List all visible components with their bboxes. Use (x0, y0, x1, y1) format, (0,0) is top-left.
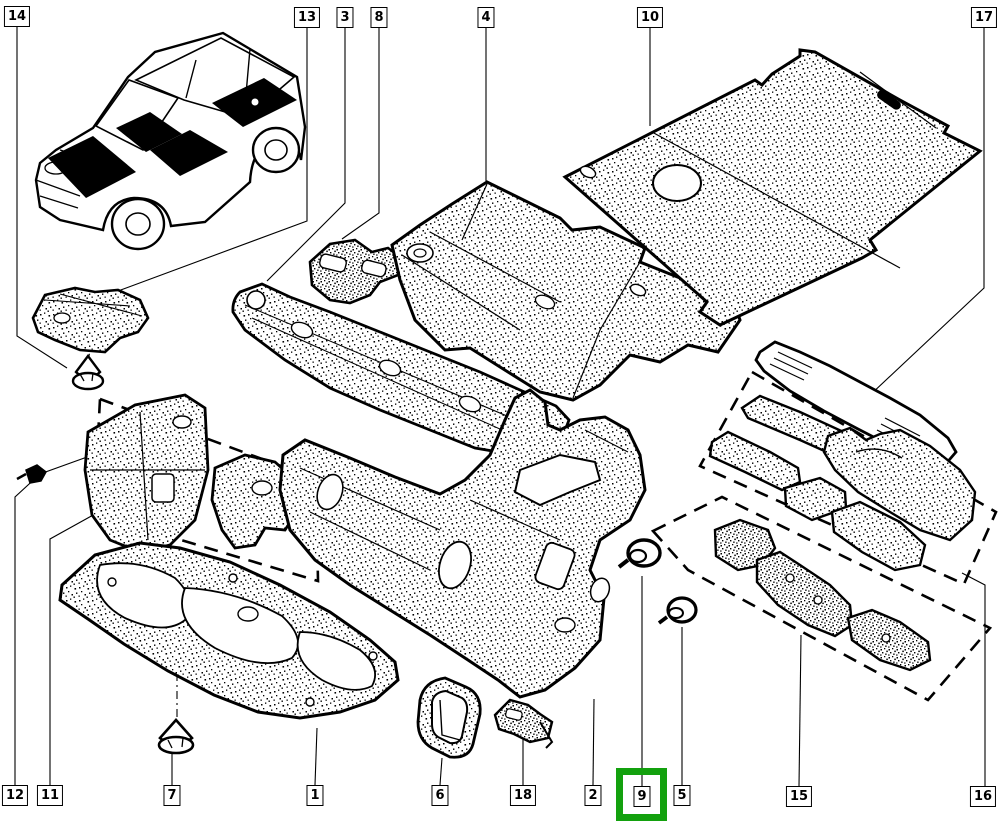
part-clip-grommet-5 (657, 596, 698, 625)
leader-lines (14, 27, 986, 787)
part-clip-grommet-9 (617, 538, 662, 569)
callout-10[interactable]: 10 (636, 7, 664, 28)
leader-14 (16, 27, 68, 369)
leader-16 (961, 572, 986, 786)
leader-15 (798, 634, 802, 787)
part-rear-pads (708, 394, 977, 672)
part-trunk-floor-carpet (562, 48, 983, 327)
callout-1-label: 1 (310, 788, 320, 803)
part-clip-pushpin-7 (157, 718, 195, 755)
part-grommet-seal (416, 676, 482, 759)
callout-12[interactable]: 12 (1, 785, 29, 806)
callout-5[interactable]: 5 (673, 785, 691, 806)
car-rear-wheel-hub (264, 139, 288, 161)
callout-17[interactable]: 17 (970, 7, 998, 28)
car-front-floor-patch (116, 112, 182, 152)
car-overview-illustration (34, 31, 307, 251)
callout-7-label: 7 (167, 788, 177, 803)
part-cowl-panel (231, 282, 571, 456)
car-mid-floor-patch (150, 130, 228, 176)
part-small-bracket-pad (308, 238, 404, 305)
car-hood-insulation-patch (48, 136, 136, 198)
part-cowl-side-insulator (31, 286, 150, 354)
leader-6 (439, 757, 443, 786)
callout-9-label: 9 (637, 789, 647, 804)
callout-1[interactable]: 1 (306, 785, 324, 806)
callout-10-label: 10 (640, 10, 660, 25)
callout-16[interactable]: 16 (969, 786, 997, 807)
rear-pad-b (708, 430, 802, 492)
callout-11-label: 11 (40, 788, 60, 803)
part-clip-pushpin-14 (71, 354, 105, 391)
leader-3 (266, 27, 346, 282)
car-front-wheel-hub (125, 212, 151, 236)
leader-17 (868, 27, 985, 397)
callout-5-label: 5 (677, 788, 687, 803)
callout-2[interactable]: 2 (584, 785, 602, 806)
lower-pad-g (755, 550, 854, 638)
leader-8 (341, 27, 380, 240)
rear-pad-e (830, 500, 927, 572)
dashed-box-lower-pads-group (650, 495, 993, 702)
part-main-floor-carpet (390, 180, 742, 402)
leader-11 (49, 513, 96, 785)
callout-2-label: 2 (588, 788, 598, 803)
callout-16-label: 16 (973, 789, 993, 804)
part-dash-insulation (278, 388, 647, 699)
callout-6[interactable]: 6 (431, 785, 449, 806)
leader-12 (14, 451, 102, 785)
callout-6-label: 6 (435, 788, 445, 803)
callout-4[interactable]: 4 (477, 7, 495, 28)
callout-18-label: 18 (513, 788, 533, 803)
callout-17-label: 17 (974, 10, 994, 25)
selection-highlight-box (616, 768, 667, 821)
callout-8-label: 8 (374, 10, 384, 25)
callout-14-label: 14 (7, 9, 27, 24)
part-hood-insulation (58, 541, 400, 720)
callout-15[interactable]: 15 (785, 786, 813, 807)
leader-13 (117, 27, 308, 292)
part-small-bracket-18 (493, 698, 554, 749)
callout-8[interactable]: 8 (370, 7, 388, 28)
rear-pad-d (822, 426, 977, 542)
leader-2 (592, 698, 595, 786)
callout-13[interactable]: 13 (293, 7, 321, 28)
car-trunk-patch-hole (250, 97, 260, 107)
callout-9[interactable]: 9 (633, 786, 651, 807)
callout-7[interactable]: 7 (163, 785, 181, 806)
part-firewall-insulator-right (210, 453, 300, 550)
callout-3[interactable]: 3 (336, 7, 354, 28)
callout-14[interactable]: 14 (3, 6, 31, 27)
callout-13-label: 13 (297, 10, 317, 25)
part-firewall-insulator-left (83, 393, 210, 554)
callout-11[interactable]: 11 (36, 785, 64, 806)
part-clip-12 (16, 464, 47, 484)
callout-3-label: 3 (340, 10, 350, 25)
callout-18[interactable]: 18 (509, 785, 537, 806)
callout-15-label: 15 (789, 789, 809, 804)
callout-4-label: 4 (481, 10, 491, 25)
leader-1 (314, 727, 318, 786)
callout-12-label: 12 (5, 788, 25, 803)
